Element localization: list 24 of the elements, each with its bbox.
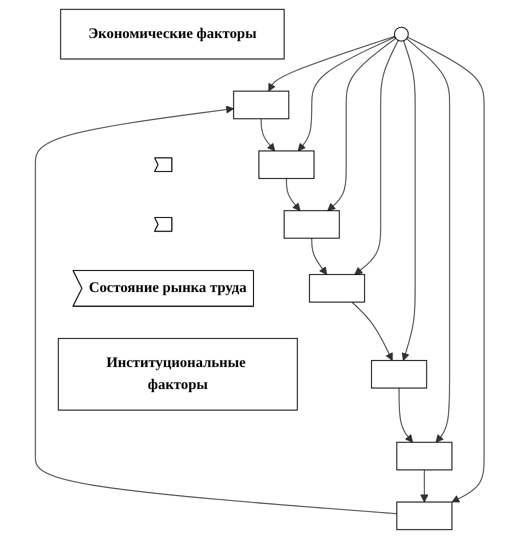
arrow <box>351 302 393 361</box>
arrow <box>298 36 396 152</box>
node-box <box>370 360 427 389</box>
arrow <box>398 388 413 443</box>
arrow <box>406 38 450 443</box>
arrow <box>260 118 275 152</box>
node-box <box>396 502 452 530</box>
arrow <box>354 40 398 275</box>
node-box: Институциональные факторы <box>58 338 298 411</box>
node-box <box>232 90 289 120</box>
node-box <box>283 210 340 239</box>
arrow <box>401 40 416 361</box>
arrow <box>286 178 300 212</box>
arrow <box>34 106 397 514</box>
node-circle <box>394 26 408 42</box>
node-box: Экономические факторы <box>60 8 284 60</box>
node-box <box>308 274 365 303</box>
arrow <box>268 36 396 92</box>
arrow <box>311 238 327 275</box>
node-box <box>396 442 452 470</box>
arrow <box>406 36 484 502</box>
arrow <box>420 469 428 502</box>
arrow <box>327 38 396 212</box>
node-box <box>258 150 314 179</box>
